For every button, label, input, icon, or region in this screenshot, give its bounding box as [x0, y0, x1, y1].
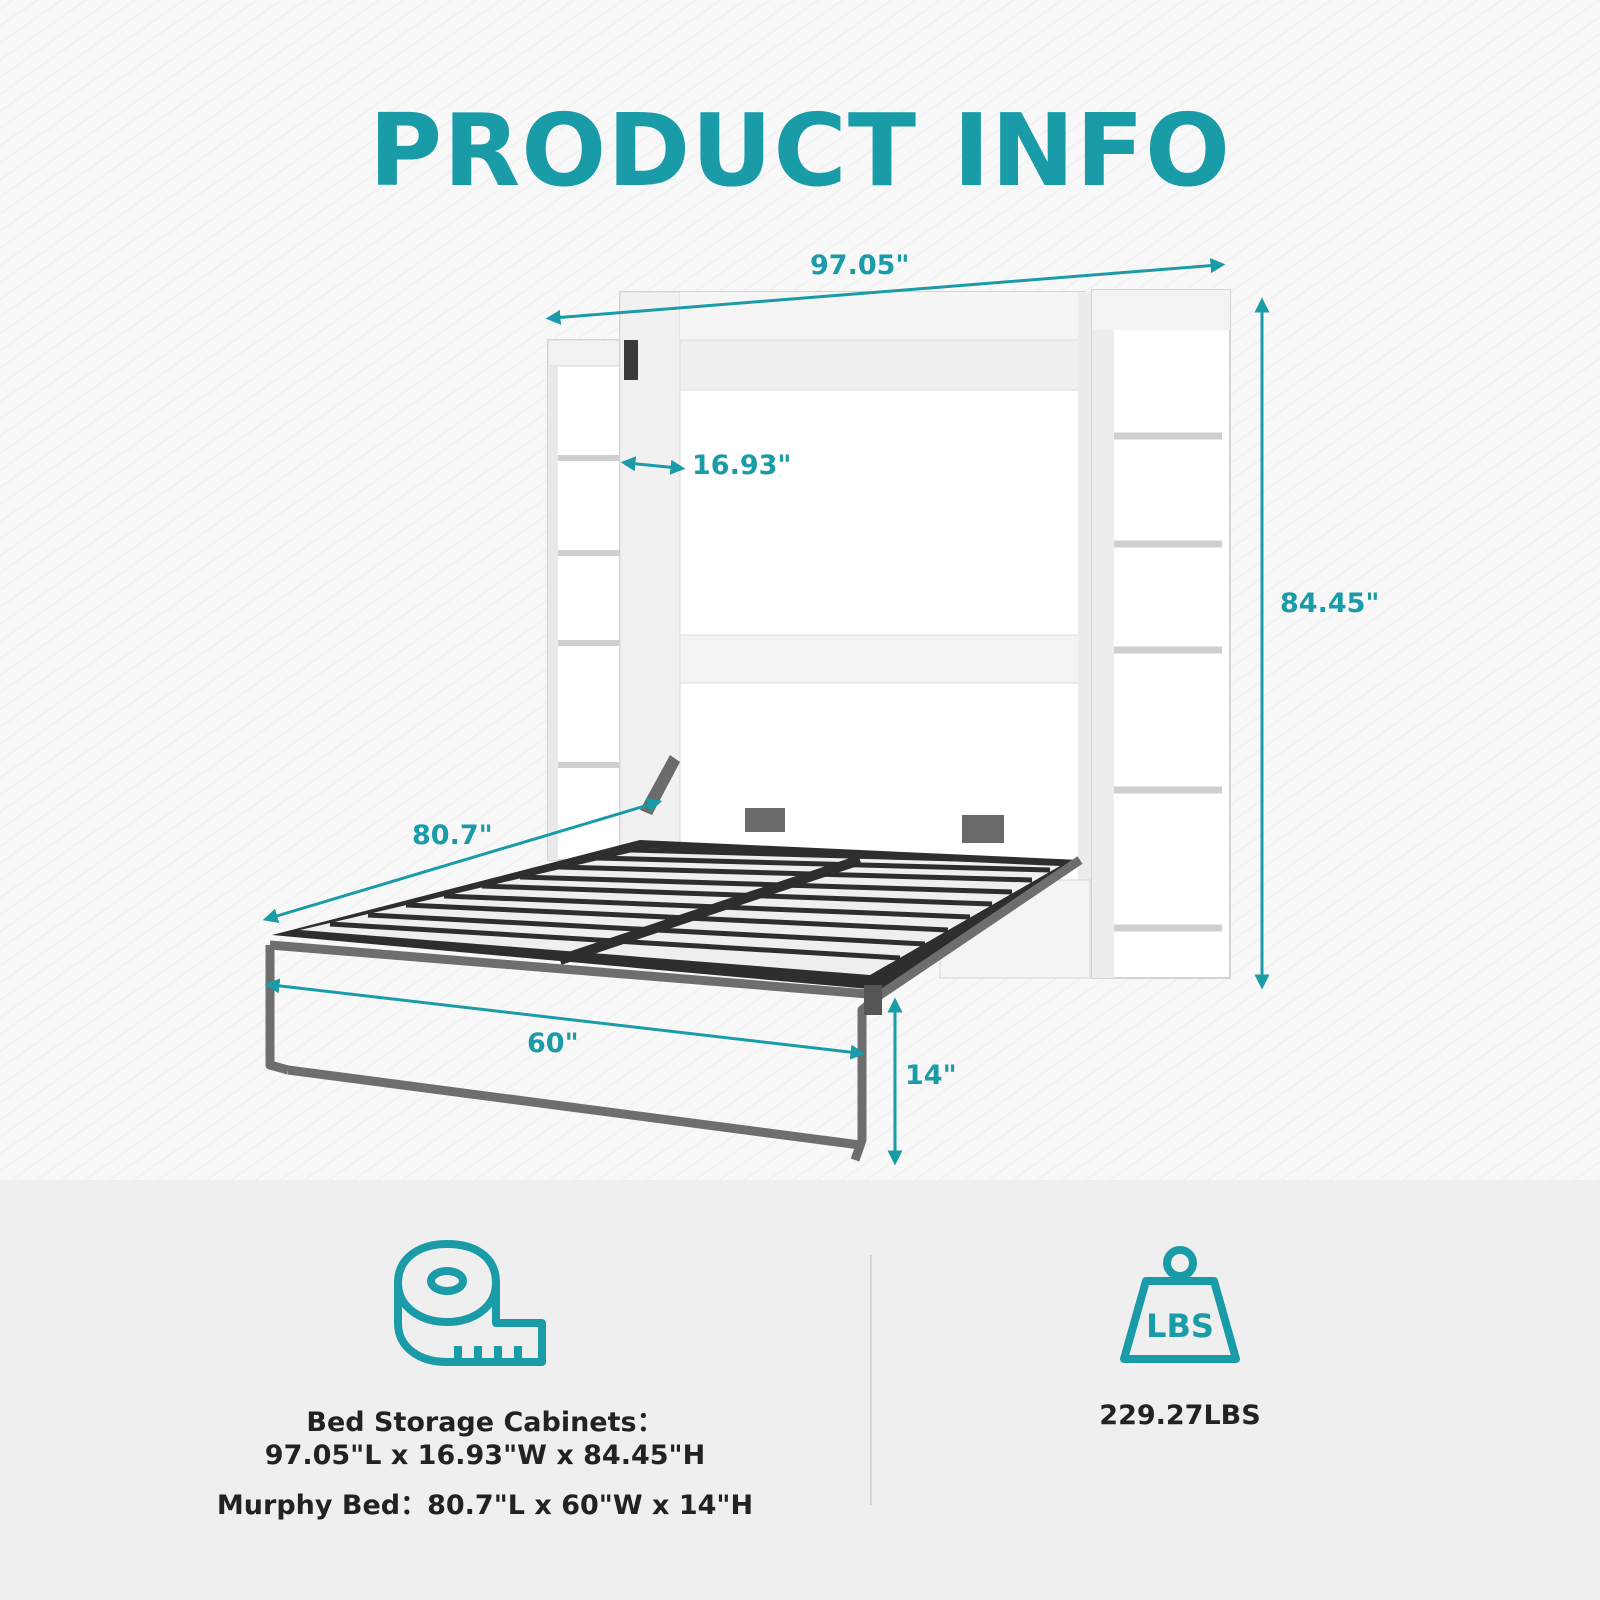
center-cabinet	[619, 291, 1092, 893]
cabinet-label: Bed Storage Cabinets：	[306, 1407, 664, 1438]
dimension-bed-length: 80.7"	[412, 820, 493, 851]
left-shelving-unit	[547, 339, 621, 861]
murphy-bed-illustration	[262, 258, 1270, 1166]
right-shelving-unit	[1091, 289, 1231, 979]
weight-value: 229.27LBS	[1099, 1400, 1261, 1431]
headboard-tab	[962, 815, 1004, 843]
dimension-total-height: 84.45"	[1280, 588, 1380, 619]
page-title: PRODUCT INFO	[368, 92, 1232, 209]
bed-slats	[272, 840, 1080, 990]
weight-icon-label: LBS	[1146, 1307, 1214, 1345]
dimension-bed-height: 14"	[905, 1060, 957, 1091]
headboard-tab	[745, 808, 785, 832]
dimension-shelf-depth: 16.93"	[692, 450, 792, 481]
tape-measure-icon	[392, 1238, 548, 1372]
dimension-lines	[262, 258, 1270, 1166]
specs-panel	[0, 1180, 1600, 1600]
cabinet-dimensions: 97.05"L x 16.93"W x 84.45"H	[264, 1440, 706, 1471]
dimension-total-width: 97.05"	[810, 250, 910, 281]
section-divider	[870, 1255, 872, 1505]
weight-icon: LBS	[1118, 1245, 1242, 1369]
murphy-bed-dimensions: Murphy Bed：80.7"L x 60"W x 14"H	[216, 1490, 754, 1521]
dimension-bed-width: 60"	[527, 1028, 579, 1059]
